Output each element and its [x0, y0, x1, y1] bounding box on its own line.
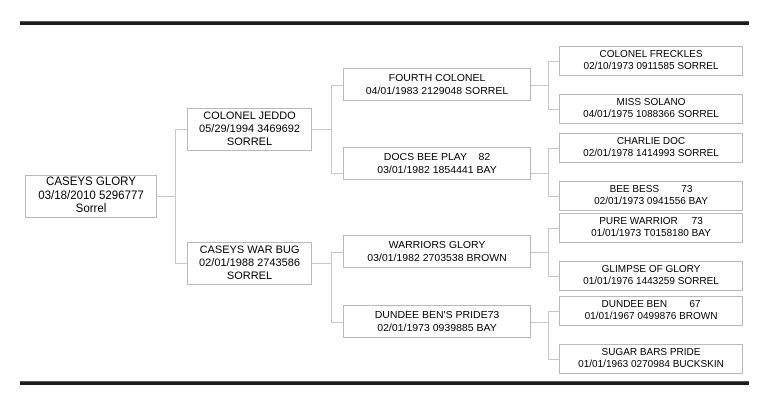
pedigree-node-bee-bess[interactable]: BEE BESS 73 02/01/1973 0941556 BAY: [559, 181, 743, 211]
connector-gen4-in-bee-bess: [548, 196, 559, 197]
node-name: GLIMPSE OF GLORY: [601, 264, 701, 276]
connector-dundee-bens-pride-stem: [531, 322, 548, 323]
connector-gen2-in-caseys-war-bug: [175, 263, 187, 264]
node-details: 01/01/1976 1443259 SORREL: [583, 276, 719, 287]
node-name: MISS SOLANO: [616, 97, 686, 109]
connector-gen4-in-glimpse-of-glory: [548, 276, 559, 277]
node-name: COLONEL JEDDO: [203, 110, 296, 123]
node-details: 01/01/1973 T0158180 BAY: [591, 228, 711, 239]
node-details: 01/01/1963 0270984 BUCKSKIN: [578, 359, 724, 370]
top-divider: [20, 21, 749, 25]
pedigree-node-dundee-bens-pride[interactable]: DUNDEE BEN'S PRIDE73 02/01/1973 0939885 …: [343, 305, 531, 338]
connector-colonel-jeddo-stem: [312, 129, 331, 130]
pedigree-node-caseys-glory[interactable]: CASEYS GLORY 03/18/2010 5296777 Sorrel: [25, 175, 157, 218]
node-details: 02/01/1978 1414993 SORREL: [583, 148, 719, 159]
node-details: 01/01/1967 0499876 BROWN: [584, 311, 718, 322]
node-details: 05/29/1994 3469692: [199, 123, 300, 136]
pedigree-node-miss-solano[interactable]: MISS SOLANO 04/01/1975 1088366 SORREL: [559, 94, 743, 124]
connector-gen4-in-pure-warrior: [548, 228, 559, 229]
connector-colonel-jeddo-bracket: [331, 85, 332, 173]
connector-gen3-in-warriors-glory: [331, 252, 343, 253]
node-details: 04/01/1975 1088366 SORREL: [583, 109, 719, 120]
connector-caseys-war-bug-bracket: [331, 252, 332, 322]
node-name: CASEYS WAR BUG: [199, 244, 300, 257]
bottom-divider: [20, 381, 749, 385]
node-name: DUNDEE BEN'S PRIDE73: [374, 309, 500, 322]
connector-warriors-glory-bracket: [548, 228, 549, 276]
connector-gen4-in-sugar-bars-pride: [548, 359, 559, 360]
connector-fourth-colonel-bracket: [548, 61, 549, 109]
node-name: DUNDEE BEN 67: [601, 299, 701, 311]
pedigree-node-fourth-colonel[interactable]: FOURTH COLONEL 04/01/1983 2129048 SORREL: [343, 68, 531, 101]
node-color: SORREL: [226, 269, 273, 282]
connector-gen1-bracket: [175, 129, 176, 263]
node-details: 03/01/1982 2703538 BROWN: [367, 251, 507, 264]
pedigree-node-docs-bee-play[interactable]: DOCS BEE PLAY 82 03/01/1982 1854441 BAY: [343, 147, 531, 180]
node-name: BEE BESS 73: [609, 184, 693, 196]
pedigree-node-colonel-jeddo[interactable]: COLONEL JEDDO 05/29/1994 3469692 SORREL: [187, 108, 312, 151]
connector-docs-bee-play-stem: [531, 173, 548, 174]
node-name: PURE WARRIOR 73: [599, 216, 703, 228]
connector-gen4-in-miss-solano: [548, 109, 559, 110]
connector-gen3-in-fourth-colonel: [331, 85, 343, 86]
connector-fourth-colonel-stem: [531, 85, 548, 86]
connector-gen3-in-dundee-bens-pride: [331, 322, 343, 323]
connector-gen1-stem: [157, 196, 175, 197]
node-details: 02/01/1973 0939885 BAY: [377, 321, 497, 334]
node-name: CHARLIE DOC: [616, 136, 686, 148]
connector-gen4-in-dundee-ben: [548, 311, 559, 312]
connector-gen3-in-docs-bee-play: [331, 173, 343, 174]
node-details: 03/18/2010 5296777: [38, 189, 144, 202]
node-name: COLONEL FRECKLES: [599, 49, 703, 61]
connector-caseys-war-bug-stem: [312, 263, 331, 264]
node-name: CASEYS GLORY: [46, 176, 136, 189]
connector-warriors-glory-stem: [531, 252, 548, 253]
node-color: Sorrel: [75, 203, 107, 216]
pedigree-node-colonel-freckles[interactable]: COLONEL FRECKLES 02/10/1973 0911585 SORR…: [559, 46, 743, 76]
node-details: 02/01/1988 2743586: [199, 257, 300, 270]
pedigree-node-charlie-doc[interactable]: CHARLIE DOC 02/01/1978 1414993 SORREL: [559, 133, 743, 163]
connector-dundee-bens-pride-bracket: [548, 311, 549, 359]
node-name: DOCS BEE PLAY 82: [383, 151, 491, 164]
pedigree-node-glimpse-of-glory[interactable]: GLIMPSE OF GLORY 01/01/1976 1443259 SORR…: [559, 261, 743, 291]
node-name: SUGAR BARS PRIDE: [601, 347, 701, 359]
connector-docs-bee-play-bracket: [548, 148, 549, 196]
connector-gen2-in-colonel-jeddo: [175, 129, 187, 130]
node-name: FOURTH COLONEL: [388, 72, 486, 85]
pedigree-node-caseys-war-bug[interactable]: CASEYS WAR BUG 02/01/1988 2743586 SORREL: [187, 242, 312, 285]
node-details: 03/01/1982 1854441 BAY: [377, 163, 497, 176]
node-name: WARRIORS GLORY: [388, 239, 486, 252]
connector-gen4-in-charlie-doc: [548, 148, 559, 149]
pedigree-node-warriors-glory[interactable]: WARRIORS GLORY 03/01/1982 2703538 BROWN: [343, 235, 531, 268]
node-details: 02/10/1973 0911585 SORREL: [583, 61, 719, 72]
pedigree-node-dundee-ben[interactable]: DUNDEE BEN 67 01/01/1967 0499876 BROWN: [559, 296, 743, 326]
node-color: SORREL: [226, 135, 273, 148]
pedigree-node-pure-warrior[interactable]: PURE WARRIOR 73 01/01/1973 T0158180 BAY: [559, 213, 743, 243]
connector-gen4-in-colonel-freckles: [548, 61, 559, 62]
pedigree-node-sugar-bars-pride[interactable]: SUGAR BARS PRIDE 01/01/1963 0270984 BUCK…: [559, 344, 743, 374]
node-details: 04/01/1983 2129048 SORREL: [365, 84, 509, 97]
node-details: 02/01/1973 0941556 BAY: [594, 196, 708, 207]
